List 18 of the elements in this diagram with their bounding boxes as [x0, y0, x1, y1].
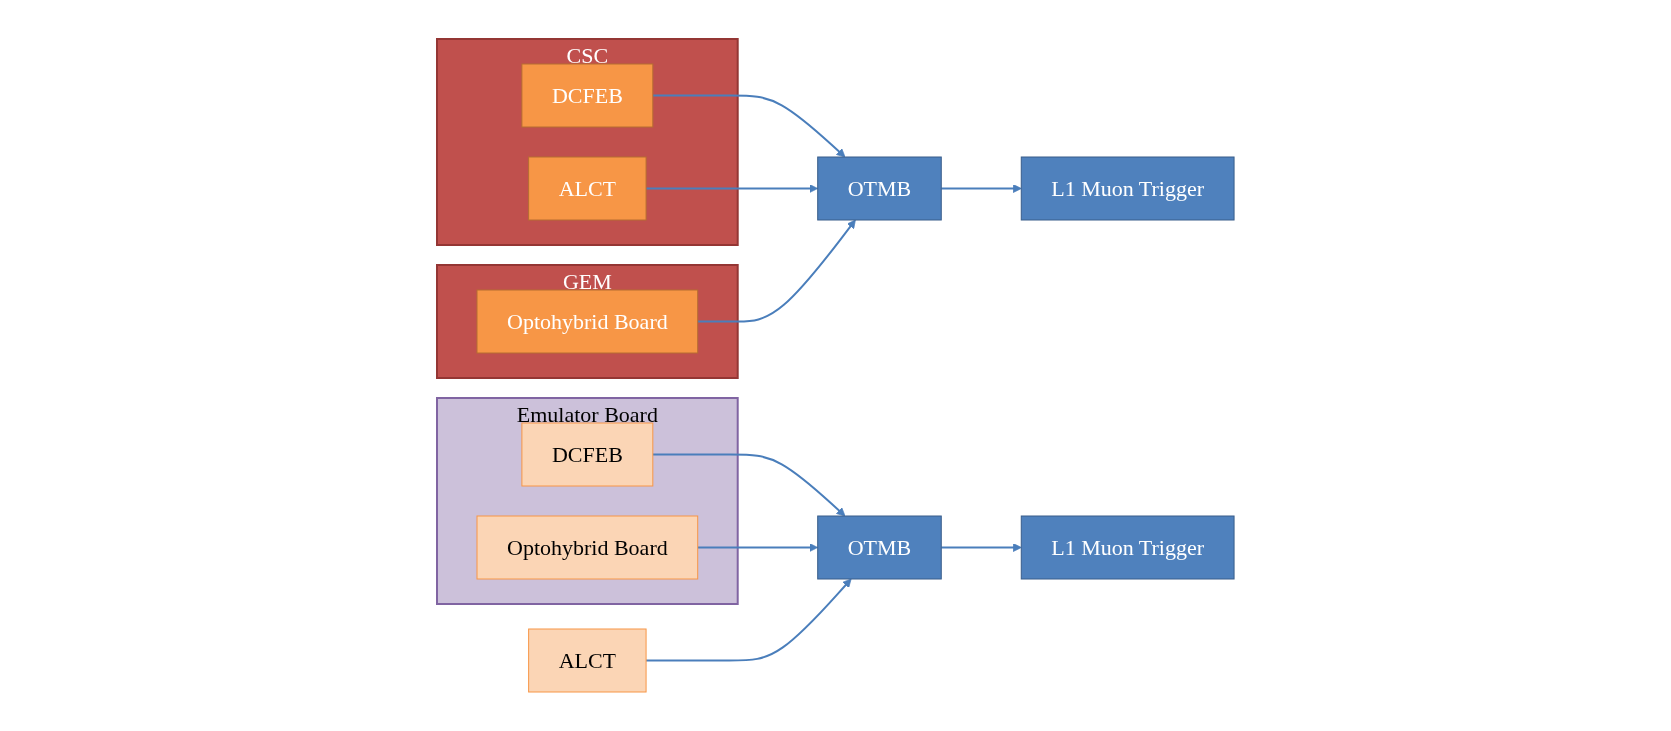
arrow: [645, 184, 819, 193]
node-box: DCFEB: [521, 63, 654, 128]
node-box: L1 Muon Trigger: [1020, 156, 1235, 221]
node-box: ALCT: [528, 628, 647, 693]
arrow: [696, 543, 819, 552]
node-box: OTMB: [817, 515, 942, 580]
arrow: [940, 184, 1022, 193]
arrow: [696, 219, 856, 323]
node-box: ALCT: [528, 156, 647, 221]
node-box: DCFEB: [521, 422, 654, 487]
arrow: [651, 94, 846, 158]
arrow: [940, 543, 1022, 552]
node-box: Optohybrid Board: [476, 515, 699, 580]
arrow: [645, 578, 852, 662]
arrow: [651, 453, 846, 517]
node-box: OTMB: [817, 156, 942, 221]
node-box: Optohybrid Board: [476, 289, 699, 354]
node-box: L1 Muon Trigger: [1020, 515, 1235, 580]
